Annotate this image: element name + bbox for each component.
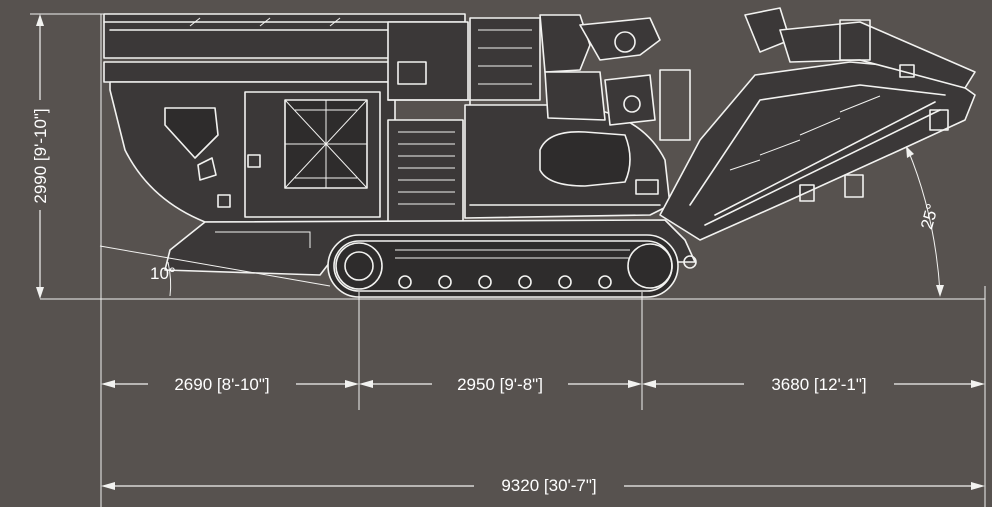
total-length-label: 9320 [30'-7"] — [501, 476, 596, 495]
rear-length-label: 2690 [8'-10"] — [174, 375, 269, 394]
track-length-label: 2950 [9'-8"] — [457, 375, 543, 394]
machine-outline — [103, 7, 976, 298]
front-length-label: 3680 [12'-1"] — [771, 375, 866, 394]
rear-angle-label: 10° — [150, 264, 176, 283]
conveyor-angle-label: 25° — [917, 202, 942, 232]
height-dimension-label: 2990 [9'-10"] — [31, 108, 50, 203]
